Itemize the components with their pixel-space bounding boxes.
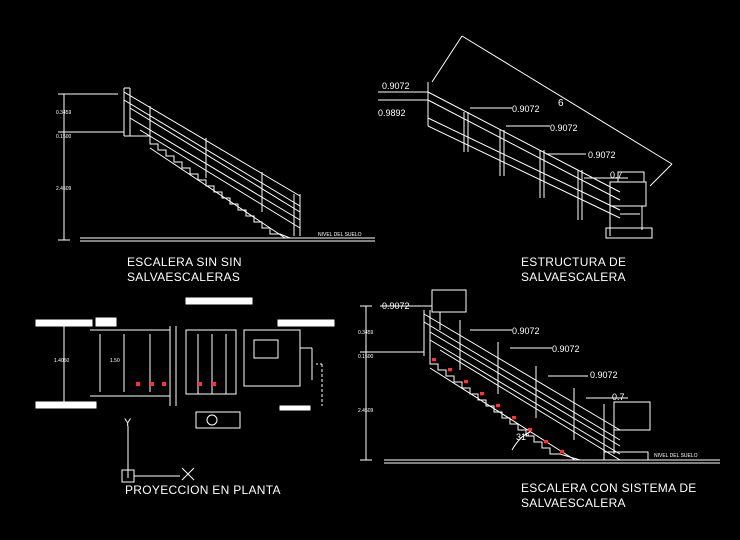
br-angle: 31° bbox=[516, 432, 530, 442]
br-dim-d: 0.9072 bbox=[590, 370, 618, 380]
bl-axis-label: Y bbox=[124, 417, 132, 429]
tr-dim-c: 0.9072 bbox=[512, 104, 540, 114]
red-treads bbox=[432, 358, 564, 453]
bl-dim-h2: 1.50 bbox=[110, 358, 120, 364]
br-left-2: 0.1500 bbox=[358, 354, 374, 360]
br-left-1: 0.3459 bbox=[358, 330, 374, 336]
caption-con-line2: SALVAESCALERA bbox=[521, 496, 626, 510]
br-dim-c: 0.9072 bbox=[552, 344, 580, 354]
tl-dim-3: 2.4509 bbox=[56, 186, 72, 192]
br-dim-a: 0.9072 bbox=[382, 301, 410, 311]
br-floor-label: NIVEL DEL SUELO bbox=[654, 453, 698, 459]
lift-structure bbox=[378, 35, 673, 239]
stair-with-lift bbox=[360, 289, 720, 464]
tr-dim-a: 0.9072 bbox=[382, 81, 410, 91]
bl-dim-h1: 1.4050 bbox=[54, 358, 70, 364]
caption-con-line1: ESCALERA CON SISTEMA DE bbox=[521, 481, 697, 495]
plan-projection bbox=[35, 297, 335, 483]
caption-sin-line1: ESCALERA SIN SIN bbox=[127, 255, 242, 269]
br-dim-e: 0.7 bbox=[612, 392, 625, 402]
tl-floor-label: NIVEL DEL SUELO bbox=[318, 232, 362, 238]
tl-dim-2: 0.1500 bbox=[56, 134, 72, 140]
plan-red-treads bbox=[136, 382, 216, 386]
br-left-3: 2.4509 bbox=[358, 408, 374, 414]
tr-dim-b: 0.9892 bbox=[378, 108, 406, 118]
stair-without-lift bbox=[58, 87, 375, 242]
br-dim-b: 0.9072 bbox=[512, 326, 540, 336]
tr-dim-e: 0.9072 bbox=[588, 150, 616, 160]
tr-dim-d: 0.9072 bbox=[550, 123, 578, 133]
tl-dim-1: 0.3459 bbox=[56, 110, 72, 116]
tr-dim-f: 0.7 bbox=[610, 170, 623, 180]
caption-planta: PROYECCION EN PLANTA bbox=[125, 483, 281, 497]
tr-dim-total: 6 bbox=[558, 98, 564, 109]
caption-sin-line2: SALVAESCALERAS bbox=[127, 270, 241, 284]
caption-estructura-line2: SALVAESCALERA bbox=[521, 270, 626, 284]
caption-estructura-line1: ESTRUCTURA DE bbox=[521, 255, 627, 269]
